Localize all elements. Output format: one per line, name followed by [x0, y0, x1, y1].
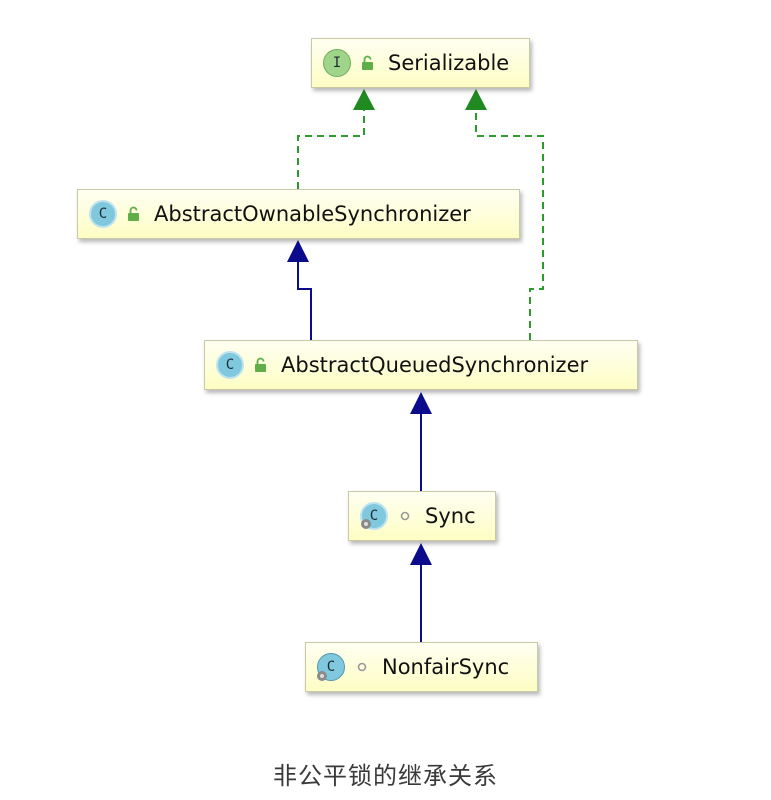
node-label: AbstractOwnableSynchronizer [154, 202, 471, 226]
node-nonfair-sync[interactable]: C NonfairSync [305, 642, 538, 692]
pin-overlay-icon [361, 519, 371, 529]
node-abstract-queued-synchronizer[interactable]: C AbstractQueuedSynchronizer [204, 340, 638, 390]
arrowhead-aqs-serializable [465, 89, 487, 110]
nested-class-icon: C [317, 653, 345, 681]
node-label: Serializable [388, 51, 510, 75]
arrowhead-nonfair-sync [410, 543, 432, 565]
edge-aqs-extends-aos [297, 259, 312, 340]
arrowhead-aos-serializable [353, 89, 375, 110]
node-label: NonfairSync [382, 655, 510, 679]
arrowhead-aqs-aos [287, 240, 309, 262]
diagram-caption: 非公平锁的继承关系 [273, 762, 498, 790]
node-serializable[interactable]: I Serializable [311, 38, 530, 88]
abstract-class-icon: C [89, 200, 117, 228]
class-letter: C [326, 659, 336, 675]
public-unlock-icon [253, 357, 269, 373]
node-label: AbstractQueuedSynchronizer [281, 353, 589, 377]
package-private-icon [354, 659, 370, 675]
public-unlock-icon [360, 55, 376, 71]
nested-class-icon: C [360, 502, 388, 530]
edge-aqs-implements-serializable [475, 108, 544, 340]
package-private-icon [397, 508, 413, 524]
interface-icon: I [323, 49, 351, 77]
node-abstract-ownable-synchronizer[interactable]: C AbstractOwnableSynchronizer [77, 189, 520, 239]
node-label: Sync [425, 504, 476, 528]
edge-aos-implements-serializable [297, 108, 365, 189]
node-sync[interactable]: C Sync [348, 491, 496, 541]
arrowhead-sync-aqs [410, 392, 432, 414]
class-letter: C [369, 508, 379, 524]
pin-overlay-icon [317, 671, 327, 681]
public-unlock-icon [126, 206, 142, 222]
abstract-class-icon: C [216, 351, 244, 379]
